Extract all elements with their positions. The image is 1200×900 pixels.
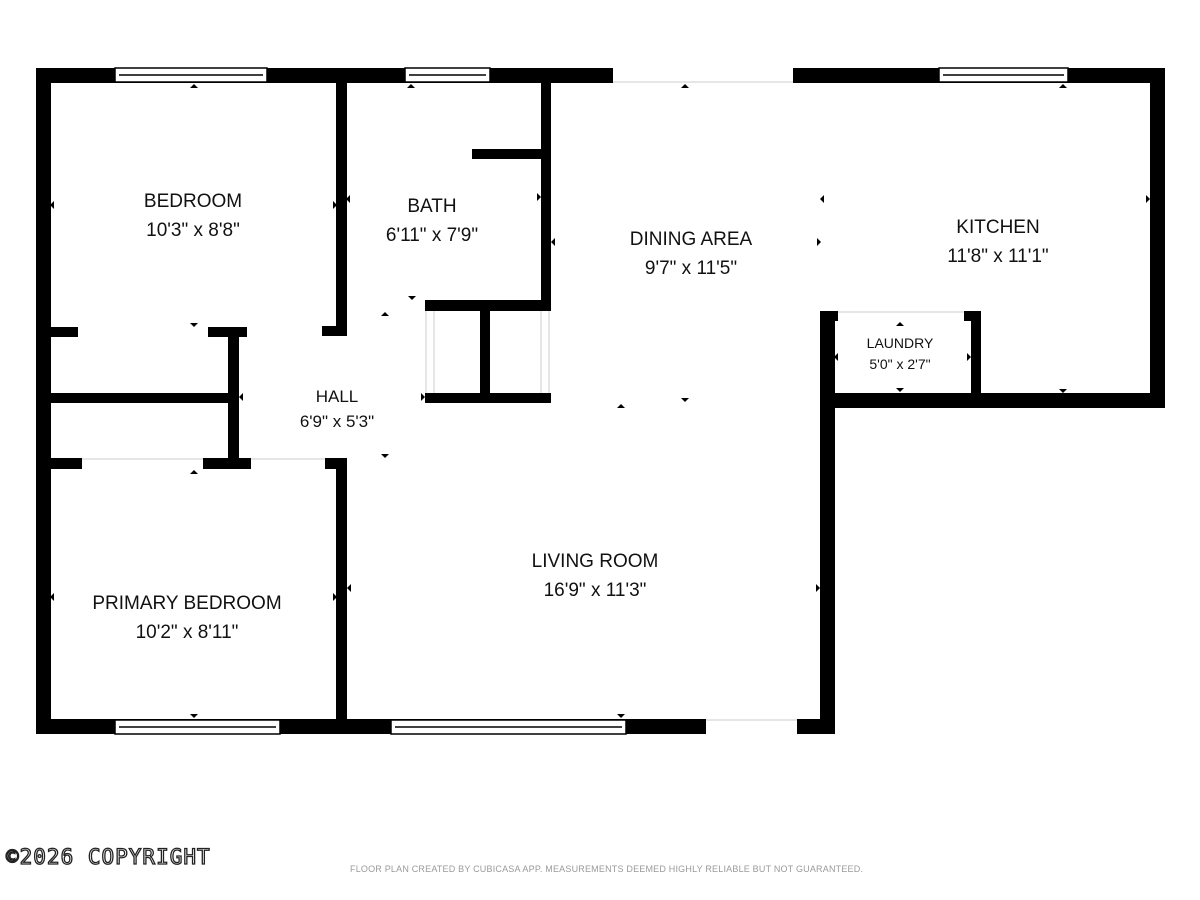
windows — [114, 67, 1069, 735]
marker-triangle — [407, 84, 415, 88]
primary-bedroom-window — [114, 719, 281, 735]
bath-window — [404, 67, 491, 83]
marker-triangle — [239, 393, 243, 401]
marker-triangle — [333, 201, 337, 209]
bath-name: BATH — [407, 196, 456, 217]
marker-triangle — [617, 714, 625, 718]
bedroom-size: 10'3" x 8'8" — [146, 220, 240, 241]
marker-triangle — [346, 195, 350, 203]
room-labels: BEDROOM 10'3" x 8'8" BATH 6'11" x 7'9" D… — [92, 191, 1048, 643]
bath-size: 6'11" x 7'9" — [386, 225, 478, 246]
kitchen-window — [938, 67, 1069, 83]
marker-triangle — [816, 584, 820, 592]
bedroom-name: BEDROOM — [144, 191, 242, 212]
hall-name: HALL — [316, 387, 359, 406]
copyright-watermark: ©2026 COPYRIGHT — [5, 844, 211, 869]
marker-triangle — [50, 201, 54, 209]
marker-triangle — [617, 404, 625, 408]
marker-triangle — [190, 323, 198, 327]
marker-triangle — [834, 353, 838, 361]
bedroom-window — [114, 67, 268, 83]
marker-triangle — [896, 322, 904, 326]
marker-triangle — [817, 238, 821, 246]
marker-triangle — [50, 593, 54, 601]
openings — [82, 81, 964, 721]
marker-triangle — [681, 84, 689, 88]
marker-triangle — [1059, 84, 1067, 88]
marker-triangle — [190, 84, 198, 88]
primary-bedroom-name: PRIMARY BEDROOM — [92, 593, 281, 614]
marker-triangle — [967, 353, 971, 361]
primary-bedroom-size: 10'2" x 8'11" — [136, 622, 239, 643]
marker-triangle — [381, 454, 389, 458]
marker-triangle — [333, 593, 337, 601]
marker-triangle — [347, 584, 351, 592]
marker-triangle — [408, 296, 416, 300]
dining-name: DINING AREA — [630, 229, 753, 250]
marker-triangle — [421, 393, 425, 401]
marker-triangle — [1146, 195, 1150, 203]
hall-size: 6'9" x 5'3" — [300, 412, 374, 431]
living-room-name: LIVING ROOM — [532, 551, 659, 572]
marker-triangle — [681, 398, 689, 402]
marker-triangle — [381, 312, 389, 316]
marker-triangle — [190, 714, 198, 718]
laundry-size: 5'0" x 2'7" — [869, 356, 930, 372]
marker-triangle — [537, 193, 541, 201]
marker-triangle — [1059, 389, 1067, 393]
laundry-name: LAUNDRY — [867, 335, 934, 351]
kitchen-size: 11'8" x 11'1" — [947, 246, 1048, 267]
living-room-window — [390, 719, 627, 735]
dining-size: 9'7" x 11'5" — [645, 258, 737, 279]
disclaimer-text: FLOOR PLAN CREATED BY CUBICASA APP. MEAS… — [350, 864, 864, 874]
living-room-size: 16'9" x 11'3" — [544, 580, 647, 601]
marker-triangle — [820, 195, 824, 203]
marker-triangle — [551, 238, 555, 246]
kitchen-name: KITCHEN — [956, 217, 1039, 238]
dimension-markers — [50, 84, 1150, 718]
marker-triangle — [190, 470, 198, 474]
marker-triangle — [896, 388, 904, 392]
